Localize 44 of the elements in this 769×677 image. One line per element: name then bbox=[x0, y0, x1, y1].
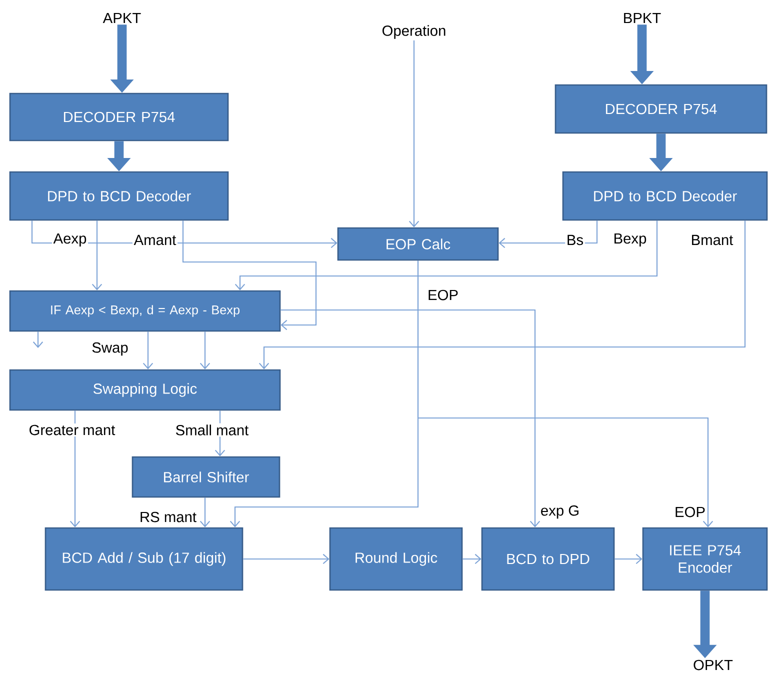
edge-label: EOP bbox=[673, 505, 707, 519]
edge-label: exp G bbox=[539, 504, 581, 520]
arrow bbox=[258, 220, 746, 370]
process-box: Round Logic bbox=[329, 527, 463, 591]
process-box: Swapping Logic bbox=[9, 369, 281, 411]
process-box: DECODER P754 bbox=[554, 84, 768, 134]
arrow bbox=[200, 332, 210, 370]
process-box: DPD to BCD Decoder bbox=[9, 171, 229, 221]
edge-label: Aexp bbox=[52, 232, 88, 248]
edge-label: Greater mant bbox=[27, 423, 117, 437]
process-box: EOP Calc bbox=[337, 227, 499, 261]
process-box: DECODER P754 bbox=[9, 92, 229, 142]
process-box: DPD to BCD Decoder bbox=[562, 171, 768, 221]
arrow bbox=[243, 554, 330, 564]
arrow bbox=[408, 40, 420, 228]
arrow bbox=[200, 498, 210, 528]
arrow bbox=[92, 220, 102, 290]
arrow bbox=[142, 332, 154, 370]
process-box: IF Aexp < Bexp, d = Aexp - Bexp bbox=[9, 290, 281, 332]
arrow bbox=[498, 220, 598, 248]
arrow bbox=[234, 220, 658, 290]
process-box: BCD to DPD bbox=[481, 527, 615, 591]
arrow bbox=[614, 554, 642, 564]
signal-label: APKT bbox=[102, 12, 141, 24]
edge-label: EOP bbox=[426, 288, 460, 302]
signal-label: BPKT bbox=[624, 12, 661, 24]
signal-label: OPKT bbox=[694, 660, 733, 670]
arrow bbox=[280, 309, 540, 528]
arrow bbox=[32, 332, 44, 348]
process-box: IEEE P754 Encoder bbox=[642, 527, 768, 591]
edge-label: Bexp bbox=[612, 232, 648, 248]
arrow bbox=[182, 220, 317, 330]
arrow bbox=[417, 260, 714, 528]
edge-label: Small mant bbox=[174, 423, 250, 437]
arrow bbox=[462, 554, 482, 564]
arrow bbox=[70, 410, 80, 528]
edge-label: Swap bbox=[90, 341, 130, 357]
edge-label: RS mant bbox=[138, 510, 198, 524]
edge-label: Bs bbox=[565, 234, 585, 246]
edge-label: Amant bbox=[132, 234, 178, 246]
edge-label: Bmant bbox=[689, 234, 735, 246]
process-box: BCD Add / Sub (17 digit) bbox=[44, 527, 244, 591]
signal-label: Operation bbox=[382, 25, 446, 39]
process-box: Barrel Shifter bbox=[132, 456, 280, 498]
